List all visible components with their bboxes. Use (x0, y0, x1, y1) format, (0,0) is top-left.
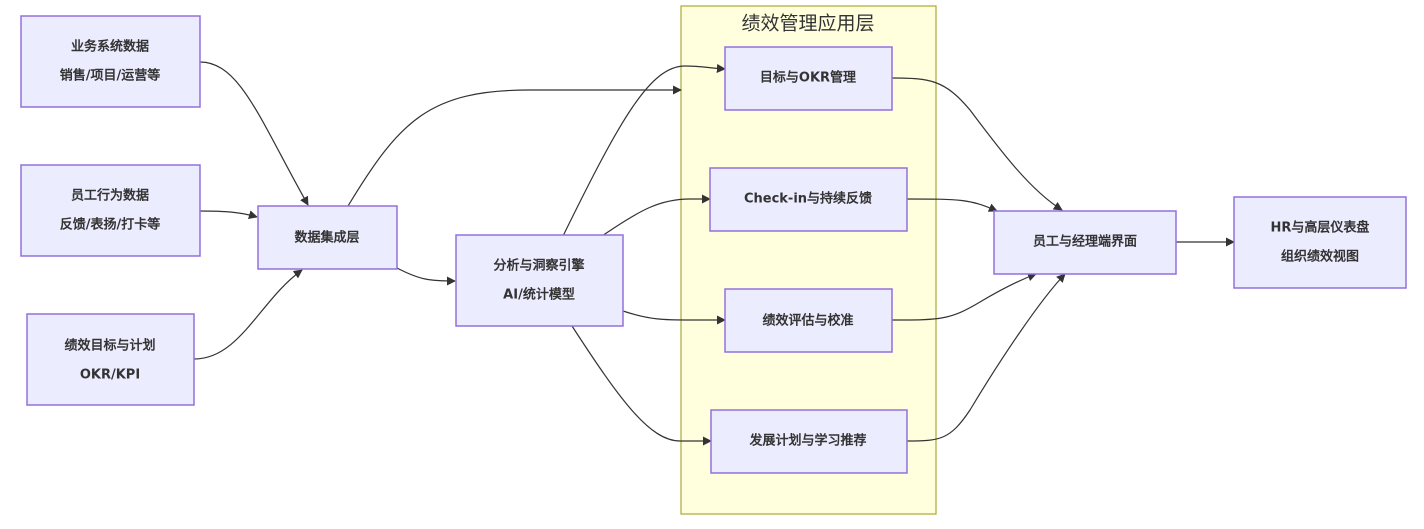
node-label: 绩效评估与校准 (762, 313, 853, 329)
edge-engine-dev (571, 325, 712, 446)
node-dev[interactable]: 发展计划与学习推荐 (710, 409, 908, 474)
node-goals[interactable]: 绩效目标与计划 OKR/KPI (26, 313, 195, 406)
node-box (257, 205, 398, 270)
edge-engine-okr (562, 63, 726, 237)
node-label-line-1: HR与高层仪表盘 (1271, 220, 1370, 236)
node-label-line-2: AI/统计模型 (503, 287, 575, 303)
edge-integration-engine (396, 267, 456, 286)
node-ui[interactable]: 员工与经理端界面 (993, 210, 1177, 275)
node-label-line-1: 绩效目标与计划 (64, 338, 155, 354)
edge-checkin-ui (906, 198, 998, 212)
node-label: Check-in与持续反馈 (744, 191, 872, 207)
node-okr[interactable]: 目标与OKR管理 (724, 46, 893, 111)
node-label-line-2: 反馈/表扬/打卡等 (60, 217, 161, 233)
edge-engine-review (622, 310, 726, 325)
node-biz[interactable]: 业务系统数据 销售/项目/运营等 (20, 15, 201, 108)
node-integration[interactable]: 数据集成层 (257, 205, 398, 270)
node-box (724, 288, 893, 353)
node-box (724, 46, 893, 111)
node-checkin[interactable]: Check-in与持续反馈 (709, 167, 908, 232)
node-behavior[interactable]: 员工行为数据 反馈/表扬/打卡等 (20, 164, 201, 257)
node-box (993, 210, 1177, 275)
node-engine[interactable]: 分析与洞察引擎 AI/统计模型 (455, 234, 624, 327)
node-label: 发展计划与学习推荐 (748, 433, 866, 449)
cluster-title: 绩效管理应用层 (741, 13, 874, 35)
node-label: 数据集成层 (294, 230, 359, 246)
node-box (709, 167, 908, 232)
edge-review-ui (891, 272, 1037, 321)
node-box (710, 409, 908, 474)
node-box (26, 313, 195, 406)
node-label: 员工与经理端界面 (1033, 234, 1137, 250)
node-label-line-1: 分析与洞察引擎 (493, 258, 584, 274)
node-label-line-2: 销售/项目/运营等 (60, 68, 161, 84)
node-label: 目标与OKR管理 (760, 70, 856, 86)
node-box (20, 164, 201, 257)
edge-dev-ui (906, 273, 1066, 442)
edges (193, 61, 1235, 446)
edge-goals-integration (193, 269, 303, 360)
node-box (455, 234, 624, 327)
node-label-line-2: 组织绩效视图 (1281, 249, 1359, 265)
edge-engine-checkin (601, 194, 711, 237)
edge-okr-ui (891, 77, 1063, 211)
node-dashboard[interactable]: HR与高层仪表盘 组织绩效视图 (1233, 196, 1407, 289)
edge-behavior-integration (199, 210, 258, 220)
node-box (1233, 196, 1407, 289)
edge-integration-app-layer (347, 85, 682, 207)
node-label-line-1: 业务系统数据 (71, 39, 149, 55)
node-label-line-1: 员工行为数据 (71, 188, 149, 204)
node-box (20, 15, 201, 108)
node-label-line-2: OKR/KPI (80, 368, 140, 383)
node-review[interactable]: 绩效评估与校准 (724, 288, 893, 353)
edge-biz-integration (199, 61, 309, 206)
